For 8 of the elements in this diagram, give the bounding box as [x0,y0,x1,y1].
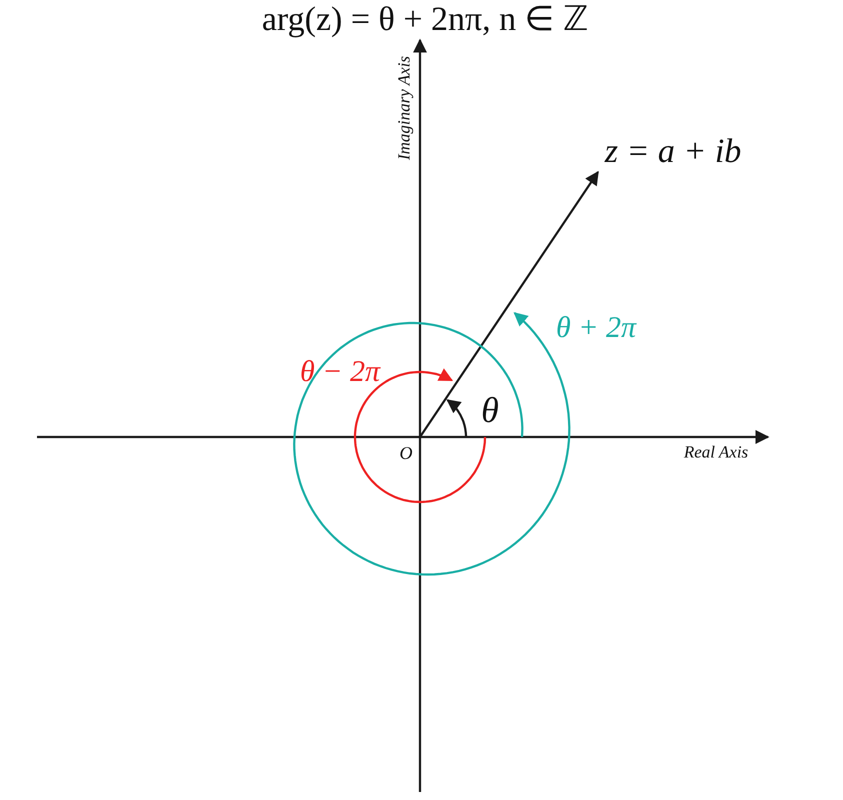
angle-label: θ − 2π [300,357,380,387]
point-label: z = a + ib [604,135,742,169]
angle-label: θ [481,392,499,428]
axis-label: Real Axis [684,444,748,460]
axis-label: Imaginary Axis [396,56,412,160]
angle-label: θ + 2π [556,313,636,343]
origin-label: O [400,444,412,462]
formula-title: arg(z) = θ + 2nπ, n ∈ ℤ [262,3,588,37]
